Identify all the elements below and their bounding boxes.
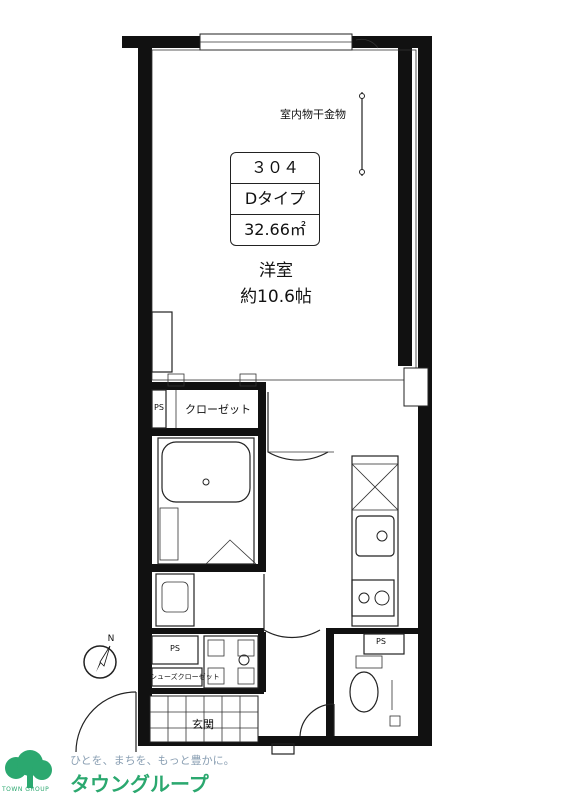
unit-number: ３０４ [231, 153, 319, 184]
sink-icon [355, 515, 395, 557]
bath-bottom-wall [152, 564, 262, 572]
western-room-label: 洋室 [259, 261, 293, 281]
shoe-right-wall [258, 632, 266, 692]
washroom-bottom-wall [152, 628, 264, 634]
room-door-swing [267, 392, 329, 461]
closet-label: クローゼット [185, 403, 251, 416]
fridge-space-icon [351, 463, 399, 511]
entrance-tiles [150, 696, 258, 742]
shoe-closet-box [151, 667, 203, 687]
ps-box-closet [151, 389, 167, 429]
toilet-left-wall [326, 628, 334, 736]
closet-top-wall [152, 382, 262, 390]
wall-unit [151, 311, 173, 373]
closet-bottom-wall [152, 428, 262, 436]
ps-box-shoe [151, 635, 199, 665]
shoe-bottom-wall [152, 688, 264, 694]
left-wall [138, 36, 152, 736]
stove-icon [351, 579, 395, 617]
unit-type: Dタイプ [231, 184, 319, 215]
ps-label-closet: PS [154, 403, 164, 412]
entry-step [271, 743, 295, 755]
right-wall-upper [398, 36, 412, 366]
top-vent-arc [355, 38, 379, 49]
ps-box-toilet [363, 633, 405, 655]
bath-right-wall [258, 382, 266, 572]
compass-north-label: N [107, 634, 115, 644]
side-window [403, 367, 429, 407]
shoe-closet-label: シューズクローゼット [150, 673, 220, 681]
brand-tagline: ひとを、まちを、もっと豊かに。 [70, 754, 235, 767]
brand-footer: TOWN GROUP ひとを、まちを、もっと豊かに。 タウングループ [0, 748, 566, 800]
brand-logo-text: TOWN GROUP [2, 786, 50, 793]
bathtub-icon [161, 441, 251, 503]
bottom-wall [138, 736, 432, 746]
drying-rack-label: 室内物干金物 [280, 108, 346, 121]
toilet-door-swing [299, 703, 335, 737]
ps-label-shoe: PS [170, 644, 180, 653]
tree-logo-icon [5, 750, 52, 788]
washbasin-icon [155, 573, 195, 627]
toilet-top-wall [326, 628, 418, 634]
compass-icon [83, 645, 117, 679]
entrance-door-swing [75, 691, 137, 753]
unit-info-box: ３０４ Dタイプ 32.66㎡ [230, 152, 320, 246]
ps-label-toilet: PS [376, 637, 386, 646]
bath-door [205, 539, 257, 565]
washer-pan-icon [203, 635, 259, 689]
western-room-size: 約10.6帖 [240, 287, 312, 307]
washroom-door-swing [263, 574, 321, 639]
toilet-icon [349, 671, 379, 713]
western-room-outline [151, 49, 417, 381]
brand-name: タウングループ [70, 772, 209, 796]
entrance-label: 玄関 [192, 718, 214, 731]
kitchen-counter [351, 455, 399, 627]
unit-area: 32.66㎡ [244, 220, 306, 239]
